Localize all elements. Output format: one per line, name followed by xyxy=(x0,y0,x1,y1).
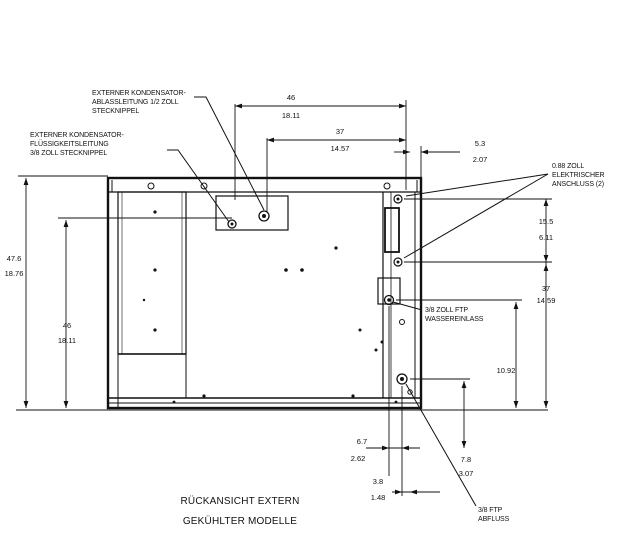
dim-47-6-mm: 47.6 xyxy=(7,254,22,263)
water-inlet-fitting xyxy=(377,277,405,325)
dim-7-8-in: 3.07 xyxy=(459,469,474,478)
label-fluessig-line-3: 3/8 ZOLL STECKNIPPEL xyxy=(30,150,107,157)
panel-details xyxy=(142,182,398,404)
caption-line-1: RÜCKANSICHT EXTERN xyxy=(181,495,300,507)
dimension-labels: 46 18.11 37 14.57 5.3 2.07 47.6 18.76 46… xyxy=(5,93,556,502)
dim-46-left-mm: 46 xyxy=(63,321,71,330)
dim-5-3-mm: 5.3 xyxy=(475,139,485,148)
label-elektrisch-line-2: ELEKTRISCHER xyxy=(552,172,605,179)
dim-46-top-in: 18.11 xyxy=(282,111,300,120)
label-ablass-line-1: EXTERNER KONDENSATOR- xyxy=(92,90,186,97)
dim-37-top-in: 14.57 xyxy=(331,144,350,153)
label-elektrischer-anschluss: 0.88 ZOLL ELEKTRISCHER ANSCHLUSS (2) xyxy=(552,163,605,188)
dim-6-7-mm: 6.7 xyxy=(357,437,367,446)
dim-15-5-mm: 15.5 xyxy=(539,217,554,226)
label-elektrisch-line-1: 0.88 ZOLL xyxy=(552,163,584,170)
dim-3-8-mm: 3.8 xyxy=(373,477,383,486)
label-ablass-line-2: ABLASSLEITUNG 1/2 ZOLL xyxy=(92,99,179,106)
label-ablassleitung: EXTERNER KONDENSATOR- ABLASSLEITUNG 1/2 … xyxy=(92,90,187,115)
dim-37-top-mm: 37 xyxy=(336,127,344,136)
drain-fitting xyxy=(396,373,413,395)
dim-5-3-in: 2.07 xyxy=(473,155,488,164)
label-fluessigkeitsleitung: EXTERNER KONDENSATOR- FLÜSSIGKEITSLEITUN… xyxy=(30,132,125,157)
dim-46-left-in: 18.11 xyxy=(58,336,76,345)
label-fluessig-line-1: EXTERNER KONDENSATOR- xyxy=(30,132,124,139)
electrical-connection-block xyxy=(384,194,403,267)
caption-line-2: GEKÜHLTER MODELLE xyxy=(183,515,297,527)
label-abfluss-line-1: 3/8 FTP xyxy=(478,507,503,514)
label-fluessig-line-2: FLÜSSIGKEITSLEITUNG xyxy=(30,140,109,148)
dim-10-92: 10.92 xyxy=(497,366,516,375)
condenser-connection-box xyxy=(215,195,289,231)
diagram-caption: RÜCKANSICHT EXTERN GEKÜHLTER MODELLE xyxy=(181,495,300,527)
dim-37-right-in: 14.59 xyxy=(537,296,556,305)
dimension-lines xyxy=(16,100,552,496)
label-wassereinlass: 3/8 ZOLL FTP WASSEREINLASS xyxy=(425,307,484,323)
dim-7-8-mm: 7.8 xyxy=(461,455,471,464)
unit-outline xyxy=(106,176,423,410)
dim-6-7-in: 2.62 xyxy=(351,454,366,463)
label-wasser-line-2: WASSEREINLASS xyxy=(425,316,484,323)
label-elektrisch-line-3: ANSCHLUSS (2) xyxy=(552,181,604,188)
dim-47-6-in: 18.76 xyxy=(5,269,24,278)
label-abfluss-line-2: ABFLUSS xyxy=(478,516,510,523)
dim-3-8-in: 1.48 xyxy=(371,493,386,502)
dim-37-right-mm: 37 xyxy=(542,284,550,293)
leader-lines xyxy=(167,96,549,507)
label-abfluss: 3/8 FTP ABFLUSS xyxy=(478,507,510,523)
label-wasser-line-1: 3/8 ZOLL FTP xyxy=(425,307,468,314)
dim-15-5-in: 6.11 xyxy=(539,233,553,242)
dim-46-top-mm: 46 xyxy=(287,93,295,102)
dimension-arrows xyxy=(23,103,549,495)
label-ablass-line-3: STECKNIPPEL xyxy=(92,108,139,115)
